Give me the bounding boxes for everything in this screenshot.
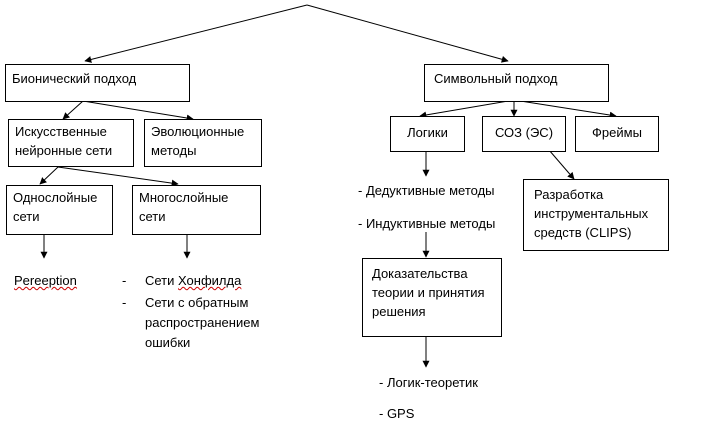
- bionic-approach-box: Бионический подход: [5, 64, 190, 102]
- evolutionary-methods-box: Эволюционные методы: [144, 119, 262, 167]
- soz-es-box: СОЗ (ЭС): [482, 116, 566, 152]
- multi-layer-box: Многослойные сети: [132, 185, 261, 235]
- arrow-symbolic-to-logic: [419, 99, 515, 119]
- single-layer-label-line2: сети: [13, 209, 40, 224]
- gps-text: - GPS: [379, 406, 415, 421]
- symbolic-approach-label: Символьный подход: [434, 71, 558, 86]
- hopfield-prefix-text: Сети: [145, 273, 179, 288]
- logics-box: Логики: [390, 116, 465, 152]
- arrow-soz-to-dev: [548, 149, 575, 180]
- symbolic-approach-box: Символьный подход: [424, 64, 609, 102]
- backprop-line1-text: Сети с обратным: [145, 295, 249, 310]
- tool-development-label-line2: инструментальных: [534, 206, 649, 221]
- soz-es-label: СОЗ (ЭС): [494, 125, 554, 140]
- multi-layer-label-line1: Многослойные: [139, 190, 229, 205]
- hopfield-networks-text: Сети Хонфилда: [145, 271, 241, 290]
- hopfield-bullet: -: [122, 273, 127, 288]
- tool-development-box: Разработка инструментальных средств (CLI…: [523, 179, 669, 251]
- arrow-bionic-to-evo: [82, 100, 194, 122]
- arrow-ins-to-multi: [57, 166, 179, 187]
- proof-decision-box: Доказательства теории и принятия решения: [362, 258, 502, 337]
- frames-label: Фреймы: [592, 125, 642, 140]
- single-layer-label-line1: Однослойные: [13, 190, 98, 205]
- neural-networks-label-line1: Искусственные: [15, 124, 107, 139]
- arrow-ins-to-single: [39, 166, 59, 185]
- perceptron-text: Pereeption: [14, 273, 77, 288]
- backprop-line3-text: ошибки: [145, 335, 191, 350]
- tool-development-label-line1: Разработка: [534, 187, 604, 202]
- logics-label: Логики: [407, 125, 448, 140]
- evolutionary-methods-label-line1: Эволюционные: [151, 124, 245, 139]
- arrow-symbolic-to-frames: [513, 99, 617, 119]
- neural-networks-box: Искусственные нейронные сети: [8, 119, 134, 167]
- arrow-root-to-bionic: [84, 4, 308, 63]
- backprop-line2-text: распространением: [145, 315, 260, 330]
- hopfield-name-text: Хонфилда: [178, 273, 242, 288]
- proof-decision-label-line1: Доказательства: [372, 266, 468, 281]
- proof-decision-label-line2: теории и принятия: [372, 285, 485, 300]
- inductive-methods-text: - Индуктивные методы: [358, 216, 496, 231]
- proof-decision-label-line3: решения: [372, 304, 426, 319]
- multi-layer-label-line2: сети: [139, 209, 166, 224]
- bionic-approach-label: Бионический подход: [12, 71, 137, 86]
- arrow-bionic-to-ins: [62, 100, 84, 120]
- evolutionary-methods-label-line2: методы: [151, 143, 197, 158]
- tool-development-label-line3: средств (CLIPS): [534, 225, 632, 240]
- deductive-methods-text: - Дедуктивные методы: [358, 183, 495, 198]
- frames-box: Фреймы: [575, 116, 659, 152]
- backprop-bullet: -: [122, 295, 127, 310]
- single-layer-box: Однослойные сети: [6, 185, 113, 235]
- logic-theorist-text: - Логик-теоретик: [379, 375, 478, 390]
- arrow-root-to-symbolic: [306, 4, 509, 63]
- neural-networks-label-line2: нейронные сети: [15, 143, 113, 158]
